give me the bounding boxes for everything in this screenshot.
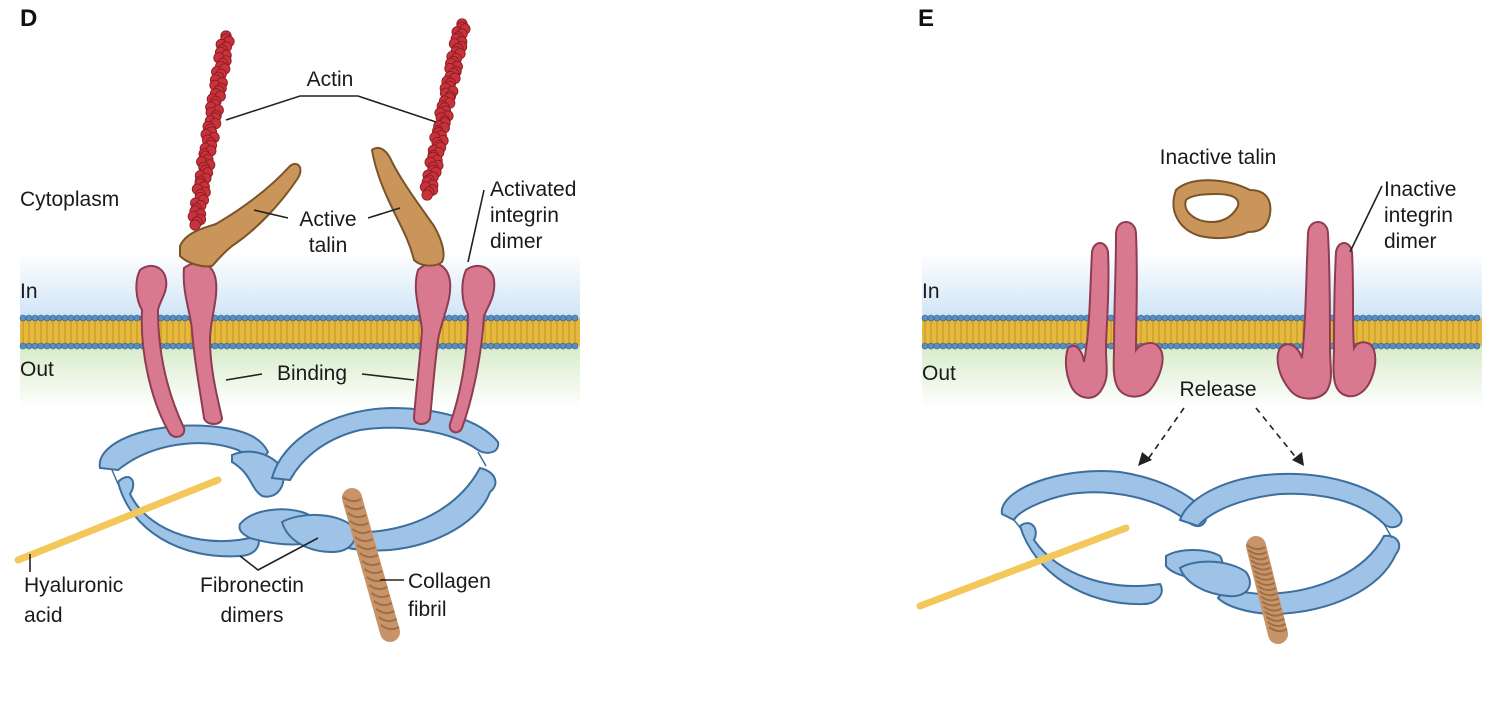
talin-leader-right [367, 207, 401, 219]
inactive-integrin-left [1064, 221, 1164, 399]
label-inactive-integrin-line3: dimer [1384, 230, 1437, 253]
actin-leader [225, 95, 437, 123]
collagen-fibril-e [1246, 536, 1288, 644]
label-activated-integrin-line3: dimer [490, 230, 543, 253]
talin-leader-left [253, 209, 289, 219]
label-inactive-talin: Inactive talin [1160, 146, 1277, 169]
lipid-bilayer [20, 318, 580, 346]
hyaluronic-acid-strand-e [916, 524, 1130, 610]
active-talin-left [179, 162, 302, 268]
label-activated-integrin-line2: integrin [490, 204, 559, 227]
label-hyaluronic-line1: Hyaluronic [24, 574, 123, 597]
label-in-e: In [922, 280, 940, 303]
lipid-bilayer-e [922, 318, 1482, 346]
integrin-leader [467, 189, 485, 263]
label-out-d: Out [20, 358, 54, 381]
fibronectin-dimers-e [1000, 470, 1403, 616]
membrane-e [921, 252, 1482, 408]
label-cytoplasm: Cytoplasm [20, 188, 119, 211]
actin-filament-right [419, 18, 471, 201]
label-active-talin-line2: talin [309, 234, 348, 257]
inactive-talin [1172, 179, 1272, 240]
label-in-d: In [20, 280, 38, 303]
label-active-talin-line1: Active [299, 208, 356, 231]
label-out-e: Out [922, 362, 956, 385]
hyaluronic-acid-strand [14, 476, 222, 564]
actin-filament-left [187, 30, 235, 231]
active-talin-right [370, 146, 445, 267]
label-fibronectin-line1: Fibronectin [200, 574, 304, 597]
label-collagen-line1: Collagen [408, 570, 491, 593]
label-inactive-integrin-line2: integrin [1384, 204, 1453, 227]
label-inactive-integrin-line1: Inactive [1384, 178, 1456, 201]
inactive-integrin-right [1276, 221, 1377, 400]
label-release: Release [1179, 378, 1256, 401]
label-actin: Actin [307, 68, 354, 91]
activated-integrin-right [412, 262, 496, 434]
activated-integrin-left [135, 261, 224, 438]
panel-letter-d: D [20, 5, 37, 32]
binding-leader-left [225, 373, 263, 381]
panel-letter-e: E [918, 5, 934, 32]
fibronectin-leader [239, 537, 319, 571]
panel-e: E [916, 5, 1482, 644]
label-binding: Binding [277, 362, 347, 385]
binding-leader-right [361, 373, 415, 381]
label-activated-integrin-line1: Activated [490, 178, 576, 201]
label-fibronectin-line2: dimers [220, 604, 283, 627]
collagen-fibril [342, 488, 400, 642]
inactive-integrin-leader [1349, 185, 1383, 253]
label-hyaluronic-line2: acid [24, 604, 63, 627]
panel-d: D [14, 5, 580, 642]
release-arrows [1138, 407, 1304, 466]
label-collagen-line2: fibril [408, 598, 447, 621]
fibronectin-dimers [98, 406, 500, 558]
